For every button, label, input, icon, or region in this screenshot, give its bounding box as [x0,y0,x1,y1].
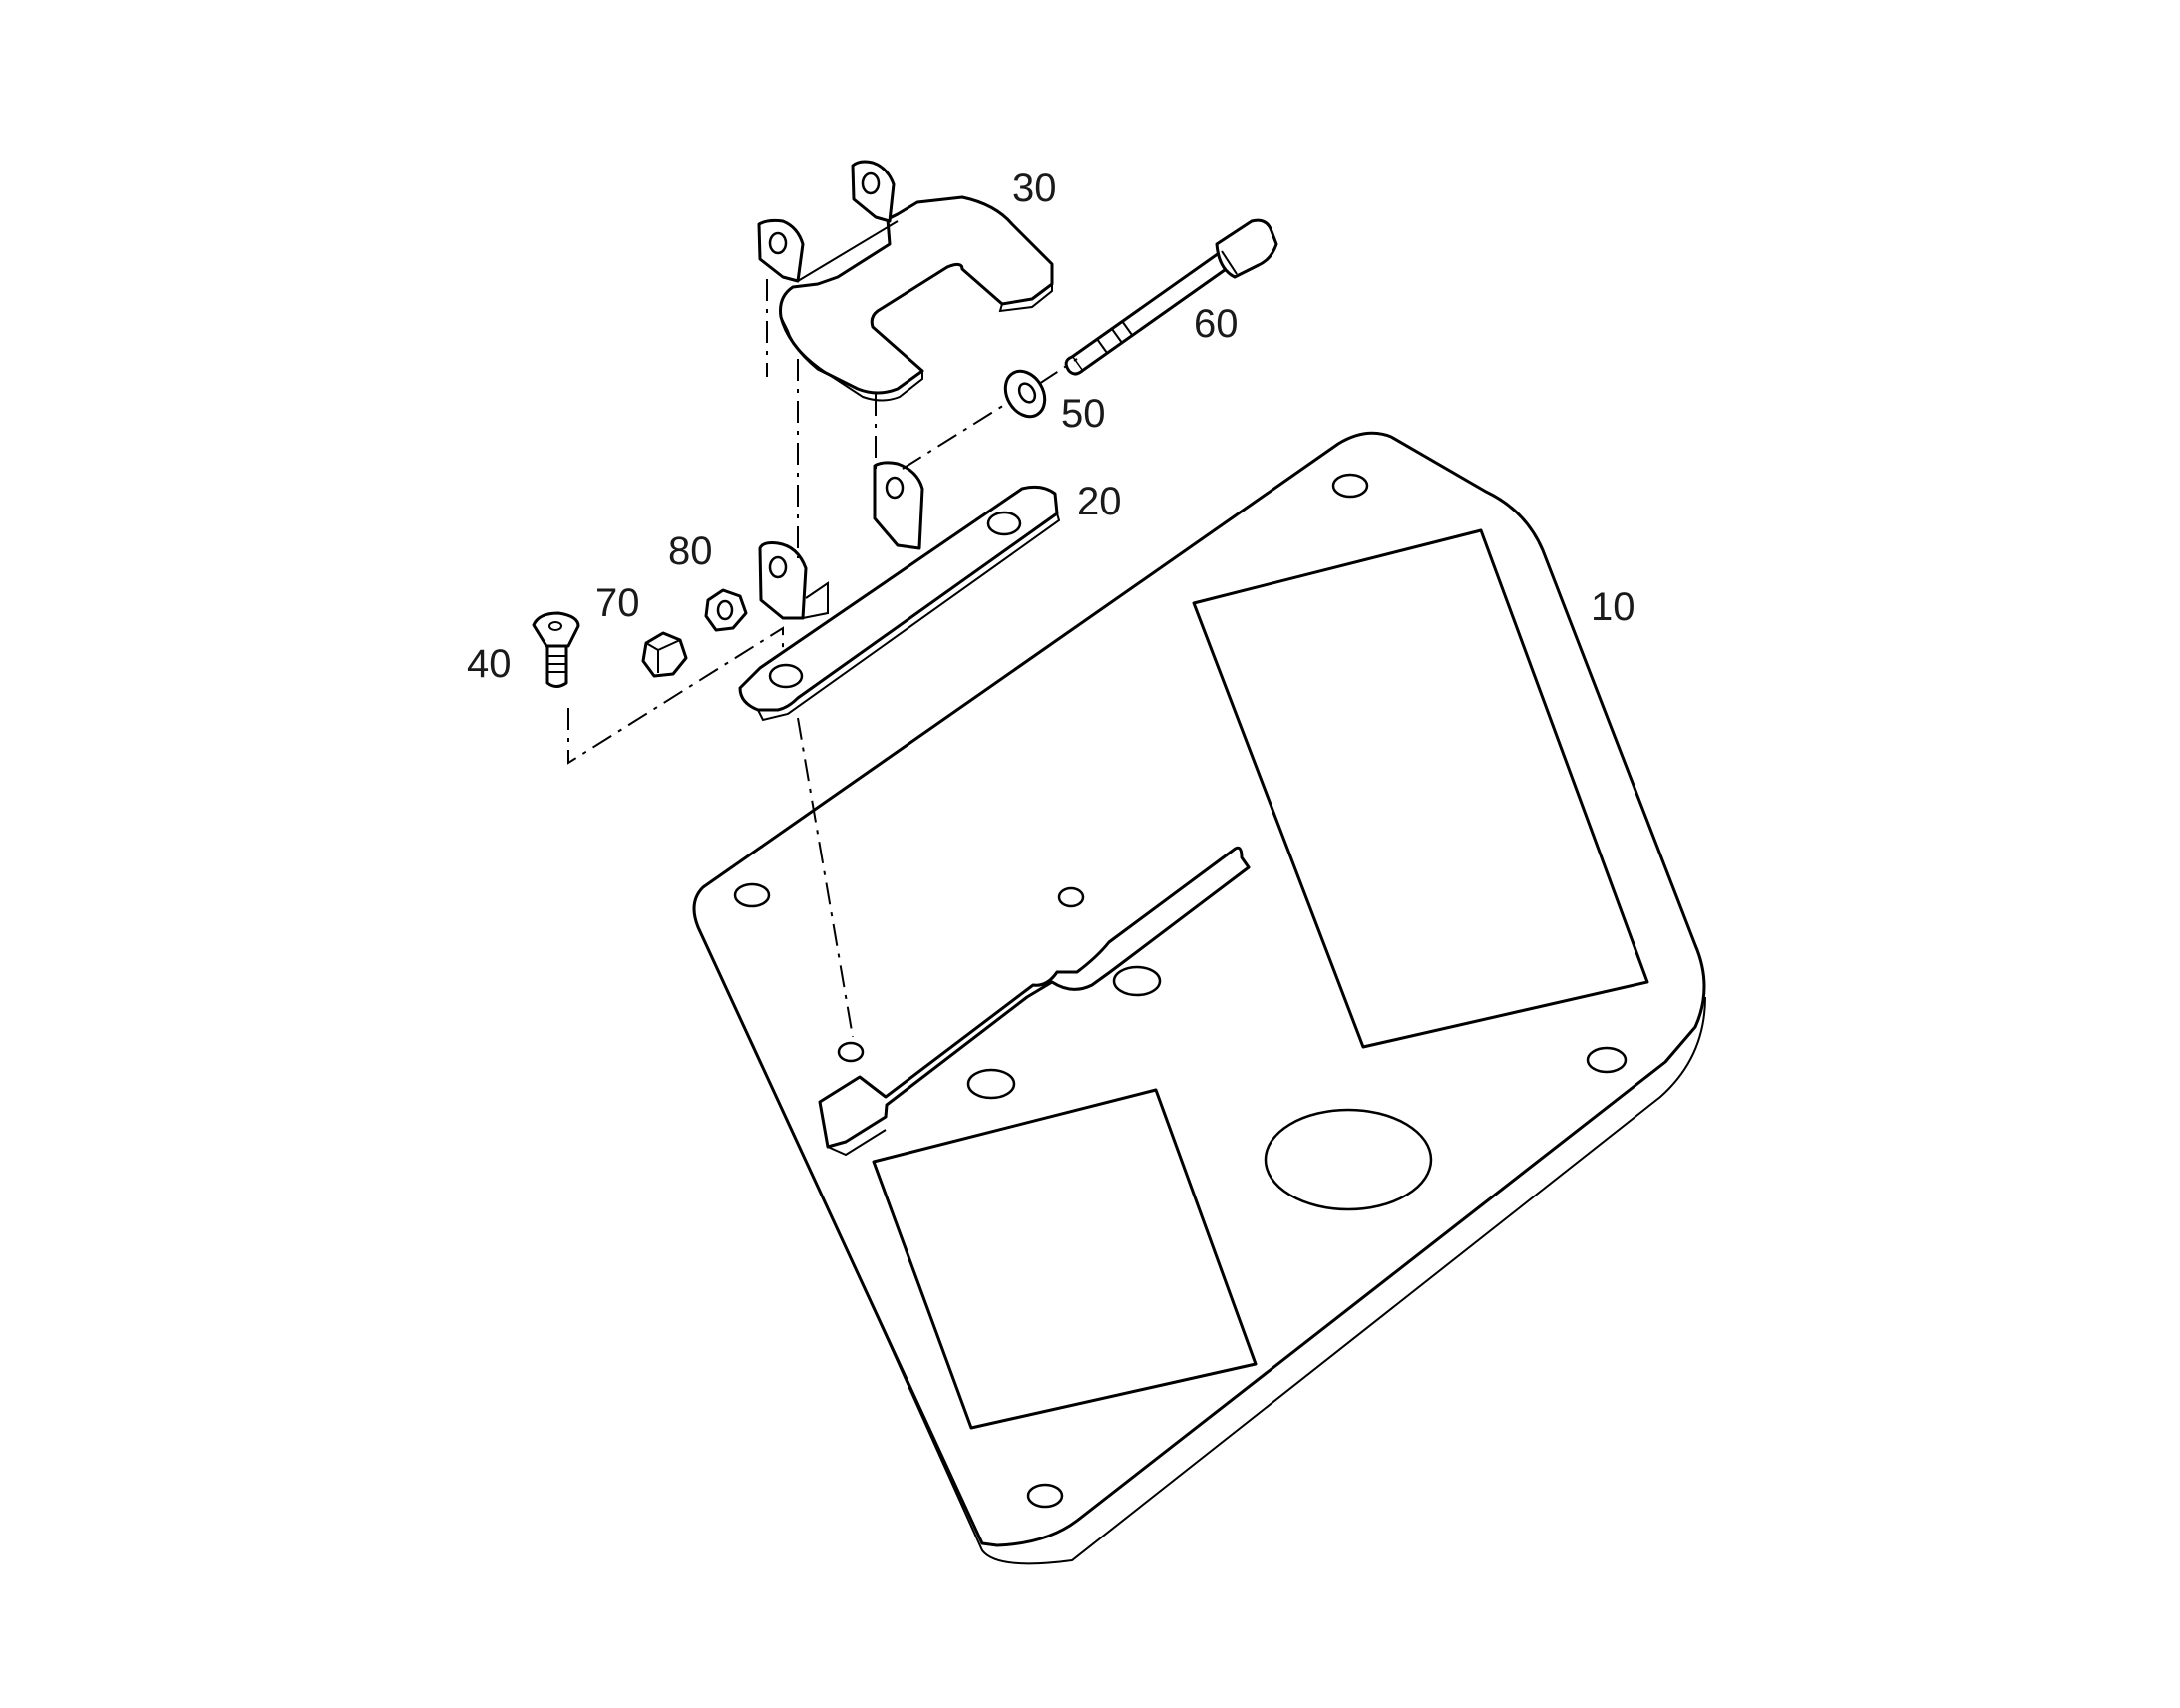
callout-50: 50 [1061,392,1106,436]
assembly-centerlines [567,279,1078,1038]
callout-70: 70 [595,581,640,625]
callout-10: 10 [1591,585,1635,629]
nut-part-70 [641,631,688,678]
callout-80: 80 [668,529,713,573]
callout-60: 60 [1194,302,1239,346]
cover-bracket-part-30 [757,160,1054,402]
nut-part-80 [704,588,748,632]
callout-20: 20 [1077,480,1122,523]
screw-part-60 [1064,218,1278,376]
callout-40: 40 [467,642,512,686]
screw-part-40 [532,611,580,688]
base-plate-part-10 [692,431,1706,1565]
washer-part-50 [1003,369,1047,419]
bracket-part-20 [738,461,1061,722]
callout-30: 30 [1012,167,1057,210]
